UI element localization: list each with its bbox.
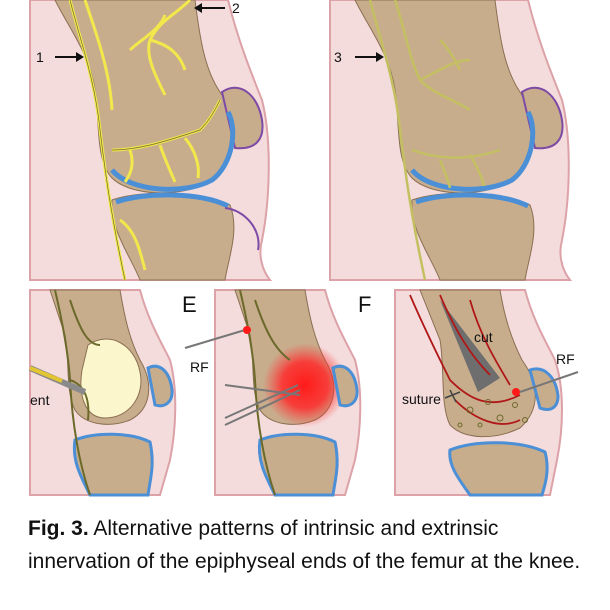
patella — [528, 367, 560, 411]
panel-letter-e: E — [182, 292, 197, 317]
nerve-branches — [54, 289, 101, 496]
nerve-branches — [409, 294, 521, 425]
femur-cartilage — [110, 110, 236, 192]
tibia-bone — [448, 441, 549, 497]
cement-fill — [80, 338, 142, 419]
femur-cartilage — [410, 110, 536, 192]
label-arrow-3: 3 — [334, 49, 342, 65]
bone-pores — [457, 399, 528, 428]
rf-probe-tip — [243, 326, 251, 334]
nerve-outline — [69, 0, 221, 281]
tibia-bone — [257, 432, 339, 497]
arrow-2-head — [194, 3, 202, 13]
arrow-3-head — [376, 52, 384, 62]
rf-probe — [519, 371, 579, 393]
rf-probe-tip — [512, 388, 520, 396]
tibia-cartilage — [115, 192, 230, 209]
panel-bottom-left: ent — [28, 289, 177, 497]
cement-injector — [28, 365, 87, 395]
nerve-branches — [239, 289, 291, 496]
label-suture: suture — [402, 391, 441, 407]
patella — [146, 364, 174, 408]
tibia-cartilage — [415, 192, 530, 209]
tibia-bone — [72, 432, 154, 497]
panel-e: E RF — [182, 289, 362, 497]
ablation-zone — [263, 343, 347, 427]
capsule-line — [224, 207, 260, 251]
label-rf-f: RF — [556, 351, 575, 367]
figure-caption: Fig. 3. Alternative patterns of intrinsi… — [28, 512, 598, 578]
panel-top-right: 3 — [329, 0, 573, 281]
nerve-branches — [368, 0, 501, 281]
rf-probes — [184, 329, 301, 426]
label-arrow-2: 2 — [232, 0, 240, 16]
label-cement: ent — [30, 392, 50, 408]
label-arrow-1: 1 — [36, 49, 44, 65]
label-rf-e: RF — [190, 359, 209, 375]
panel-top-left: 1 2 — [29, 0, 273, 281]
caption-text: Alternative patterns of intrinsic and ex… — [28, 517, 581, 573]
caption-prefix: Fig. 3. — [28, 517, 89, 540]
patella — [331, 364, 359, 408]
arrow-1-head — [76, 52, 84, 62]
knee-innervation-figure: 1 2 3 — [28, 0, 579, 497]
panel-f: F cut suture RF — [358, 289, 579, 497]
panel-letter-f: F — [358, 292, 371, 317]
label-cut: cut — [474, 329, 493, 345]
suture-mark — [444, 389, 461, 403]
